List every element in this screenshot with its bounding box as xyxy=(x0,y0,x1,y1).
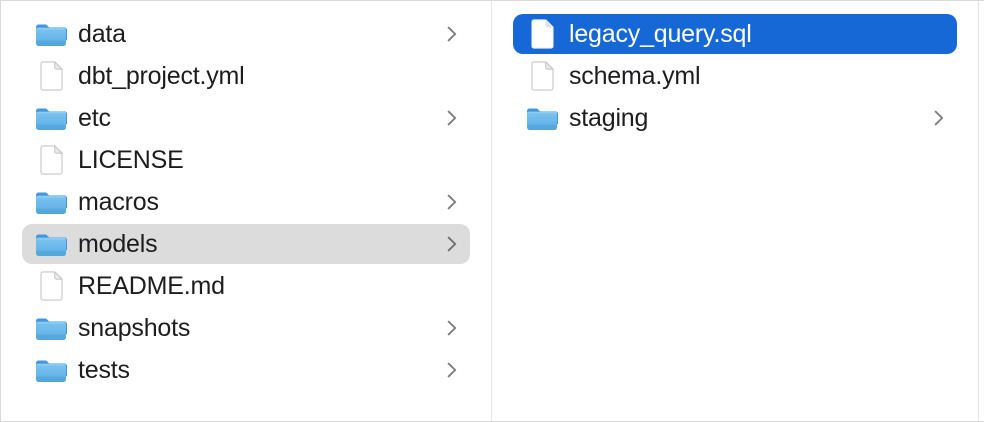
item-label: data xyxy=(78,19,126,48)
chevron-right-icon xyxy=(447,362,457,378)
file-icon xyxy=(526,60,558,92)
chevron-right-icon xyxy=(447,236,457,252)
item-label: snapshots xyxy=(78,313,191,342)
chevron-right-icon xyxy=(447,26,457,42)
list-item-models[interactable]: models xyxy=(22,224,470,264)
item-label: dbt_project.yml xyxy=(78,61,245,90)
finder-column-right: legacy_query.sql schema.yml staging xyxy=(492,1,978,421)
list-item-dbt-project-yml[interactable]: dbt_project.yml xyxy=(22,56,470,96)
item-label: schema.yml xyxy=(569,61,701,90)
file-icon xyxy=(35,144,67,176)
list-item-snapshots[interactable]: snapshots xyxy=(22,308,470,348)
folder-icon xyxy=(35,186,67,218)
folder-icon xyxy=(35,354,67,386)
file-icon xyxy=(35,270,67,302)
file-icon xyxy=(35,60,67,92)
list-item-legacy-query-sql[interactable]: legacy_query.sql xyxy=(513,14,957,54)
chevron-right-icon xyxy=(447,320,457,336)
item-label: staging xyxy=(569,103,649,132)
chevron-right-icon xyxy=(447,110,457,126)
finder-column-left: data dbt_project.yml etc xyxy=(1,1,491,421)
item-label: etc xyxy=(78,103,111,132)
column-divider[interactable] xyxy=(491,1,492,421)
finder-column-empty xyxy=(979,1,984,421)
list-item-staging[interactable]: staging xyxy=(513,98,957,138)
folder-icon xyxy=(35,312,67,344)
item-label: LICENSE xyxy=(78,145,184,174)
file-icon xyxy=(526,18,558,50)
list-item-tests[interactable]: tests xyxy=(22,350,470,390)
list-item-license[interactable]: LICENSE xyxy=(22,140,470,180)
folder-icon xyxy=(35,18,67,50)
item-label: macros xyxy=(78,187,159,216)
folder-icon xyxy=(35,228,67,260)
column-divider[interactable] xyxy=(978,1,979,421)
folder-icon xyxy=(526,102,558,134)
chevron-right-icon xyxy=(447,194,457,210)
list-item-macros[interactable]: macros xyxy=(22,182,470,222)
item-label: README.md xyxy=(78,271,225,300)
item-label: models xyxy=(78,229,158,258)
list-item-readme-md[interactable]: README.md xyxy=(22,266,470,306)
list-item-etc[interactable]: etc xyxy=(22,98,470,138)
item-label: tests xyxy=(78,355,130,384)
folder-icon xyxy=(35,102,67,134)
item-label: legacy_query.sql xyxy=(569,19,752,48)
list-item-data[interactable]: data xyxy=(22,14,470,54)
list-item-schema-yml[interactable]: schema.yml xyxy=(513,56,957,96)
chevron-right-icon xyxy=(934,110,944,126)
